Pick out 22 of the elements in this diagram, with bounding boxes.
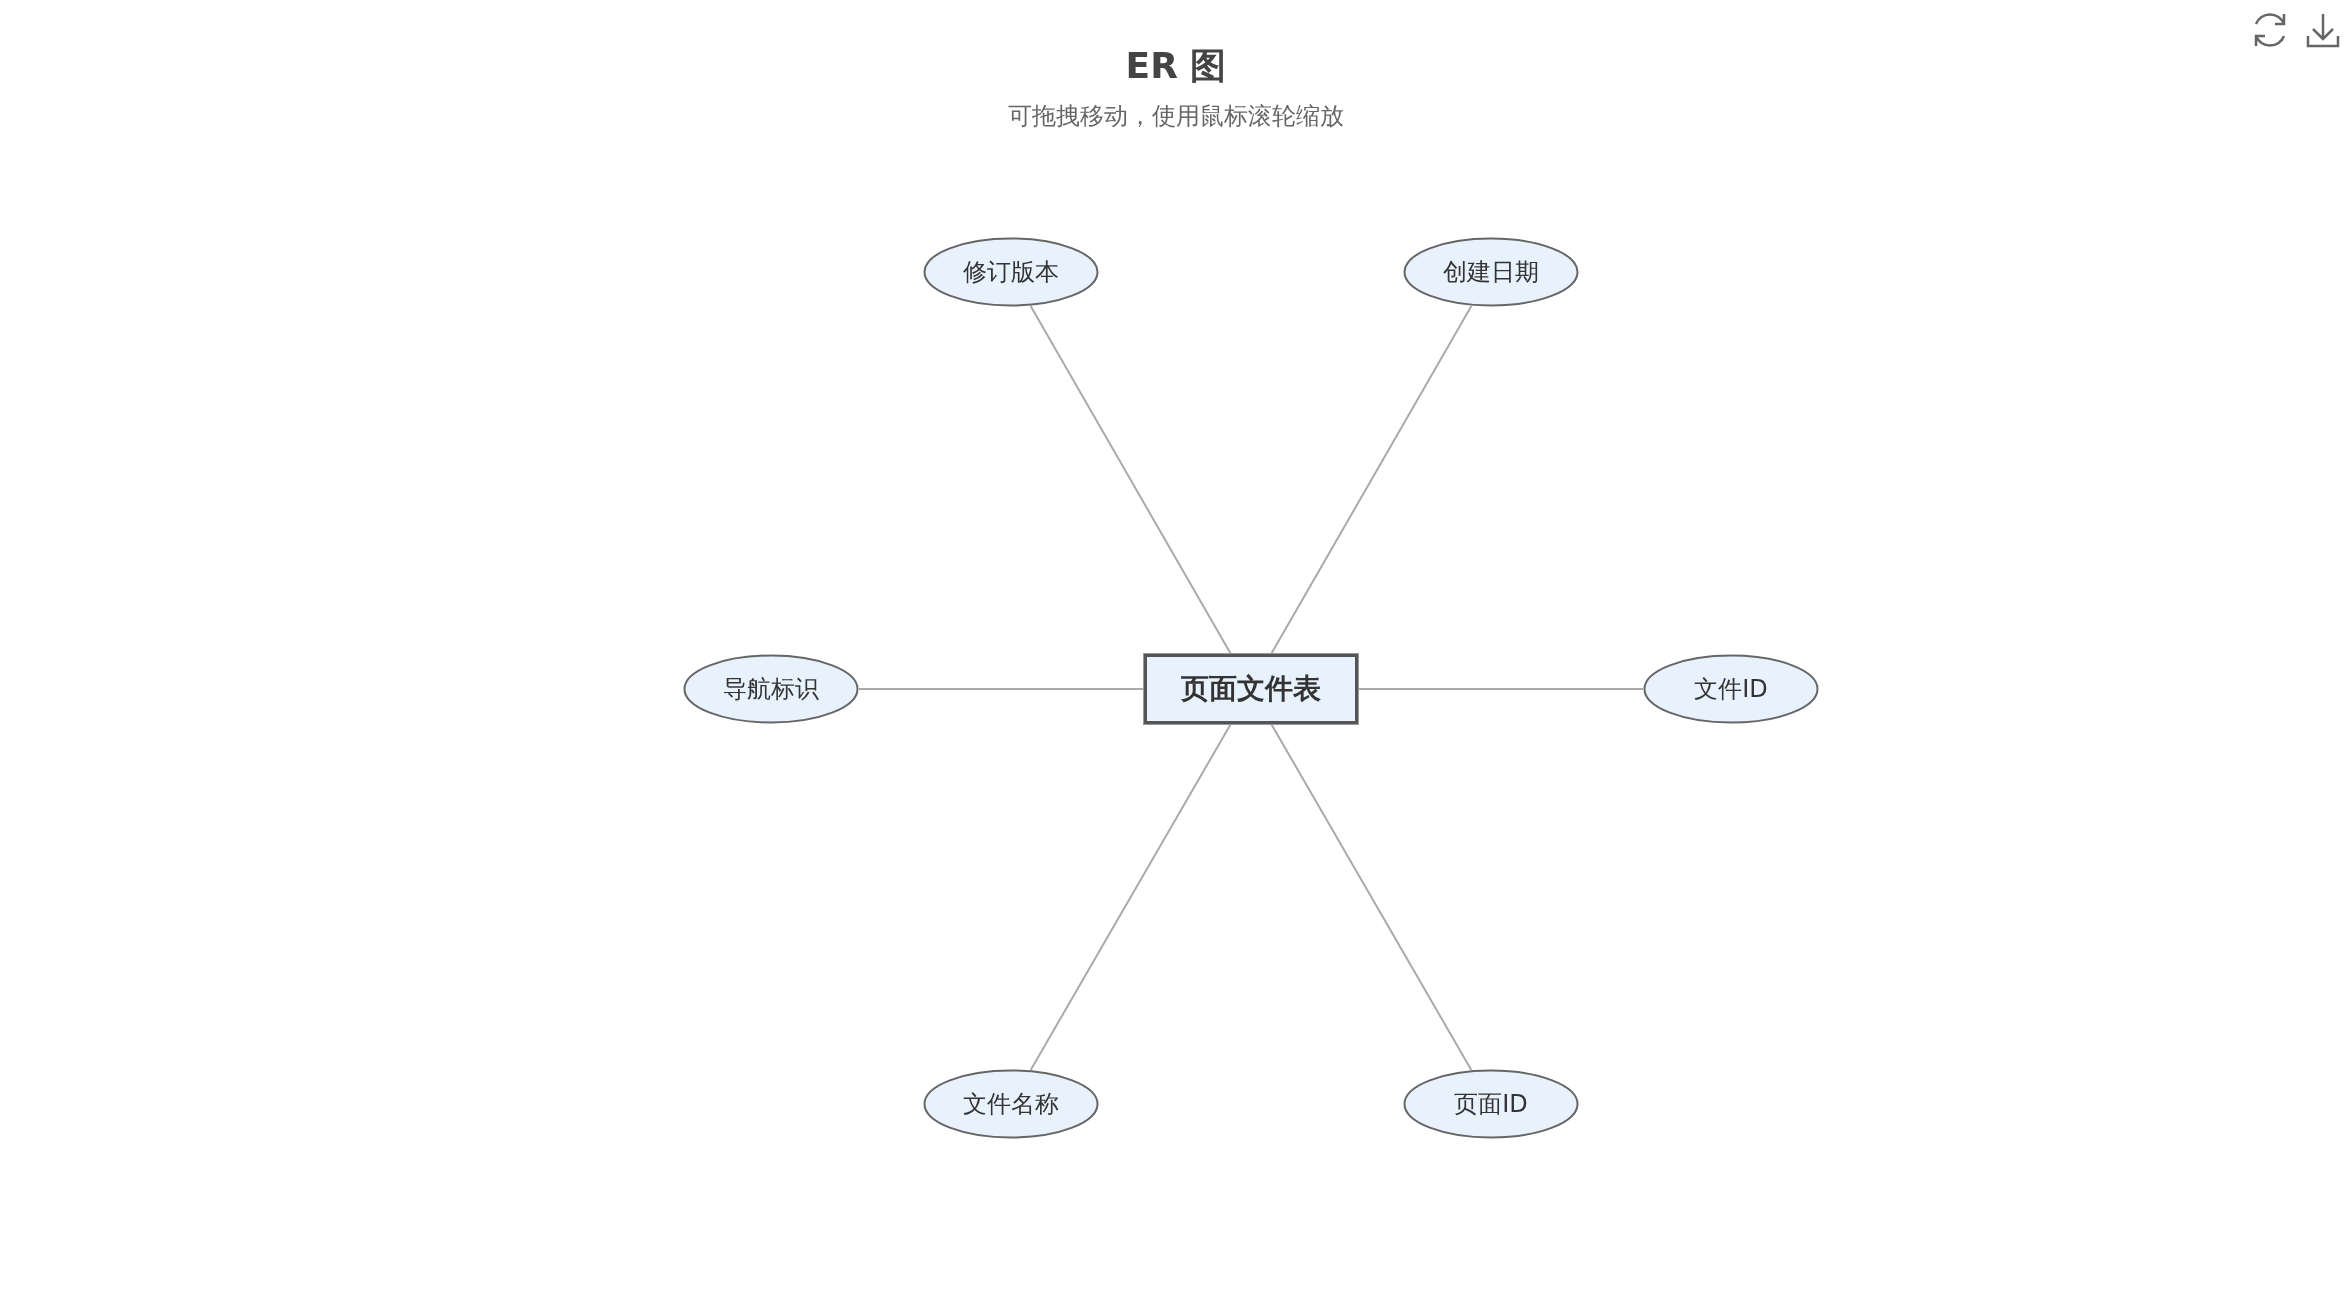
attribute-ellipse <box>683 654 859 724</box>
connector-line <box>1270 305 1473 655</box>
attribute-name: 文件ID <box>1694 674 1768 705</box>
attribute-name: 导航标识 <box>723 674 819 705</box>
connector-line <box>1029 723 1232 1071</box>
diagram-title: ER 图 <box>1124 44 1228 88</box>
attribute-name: 修订版本 <box>963 257 1059 288</box>
attribute-name: 文件名称 <box>963 1089 1059 1120</box>
attribute-name: 页面ID <box>1454 1089 1528 1120</box>
connector-line <box>858 688 1145 690</box>
connector-line <box>1357 688 1644 690</box>
subtitle: 可拖拽移动，使用鼠标滚轮缩放 <box>1007 101 1345 132</box>
connector-line <box>1029 305 1232 655</box>
attribute-ellipse <box>923 1069 1099 1139</box>
attribute-name: 创建日期 <box>1443 257 1539 288</box>
attribute-ellipse <box>1403 1069 1579 1139</box>
connector-line <box>1270 723 1473 1071</box>
attribute-ellipse <box>923 237 1099 307</box>
attribute-ellipse <box>1643 654 1819 724</box>
entity-box <box>1144 654 1358 724</box>
attribute-ellipse <box>1403 237 1579 307</box>
entity-name: 页面文件表 <box>1181 671 1321 707</box>
